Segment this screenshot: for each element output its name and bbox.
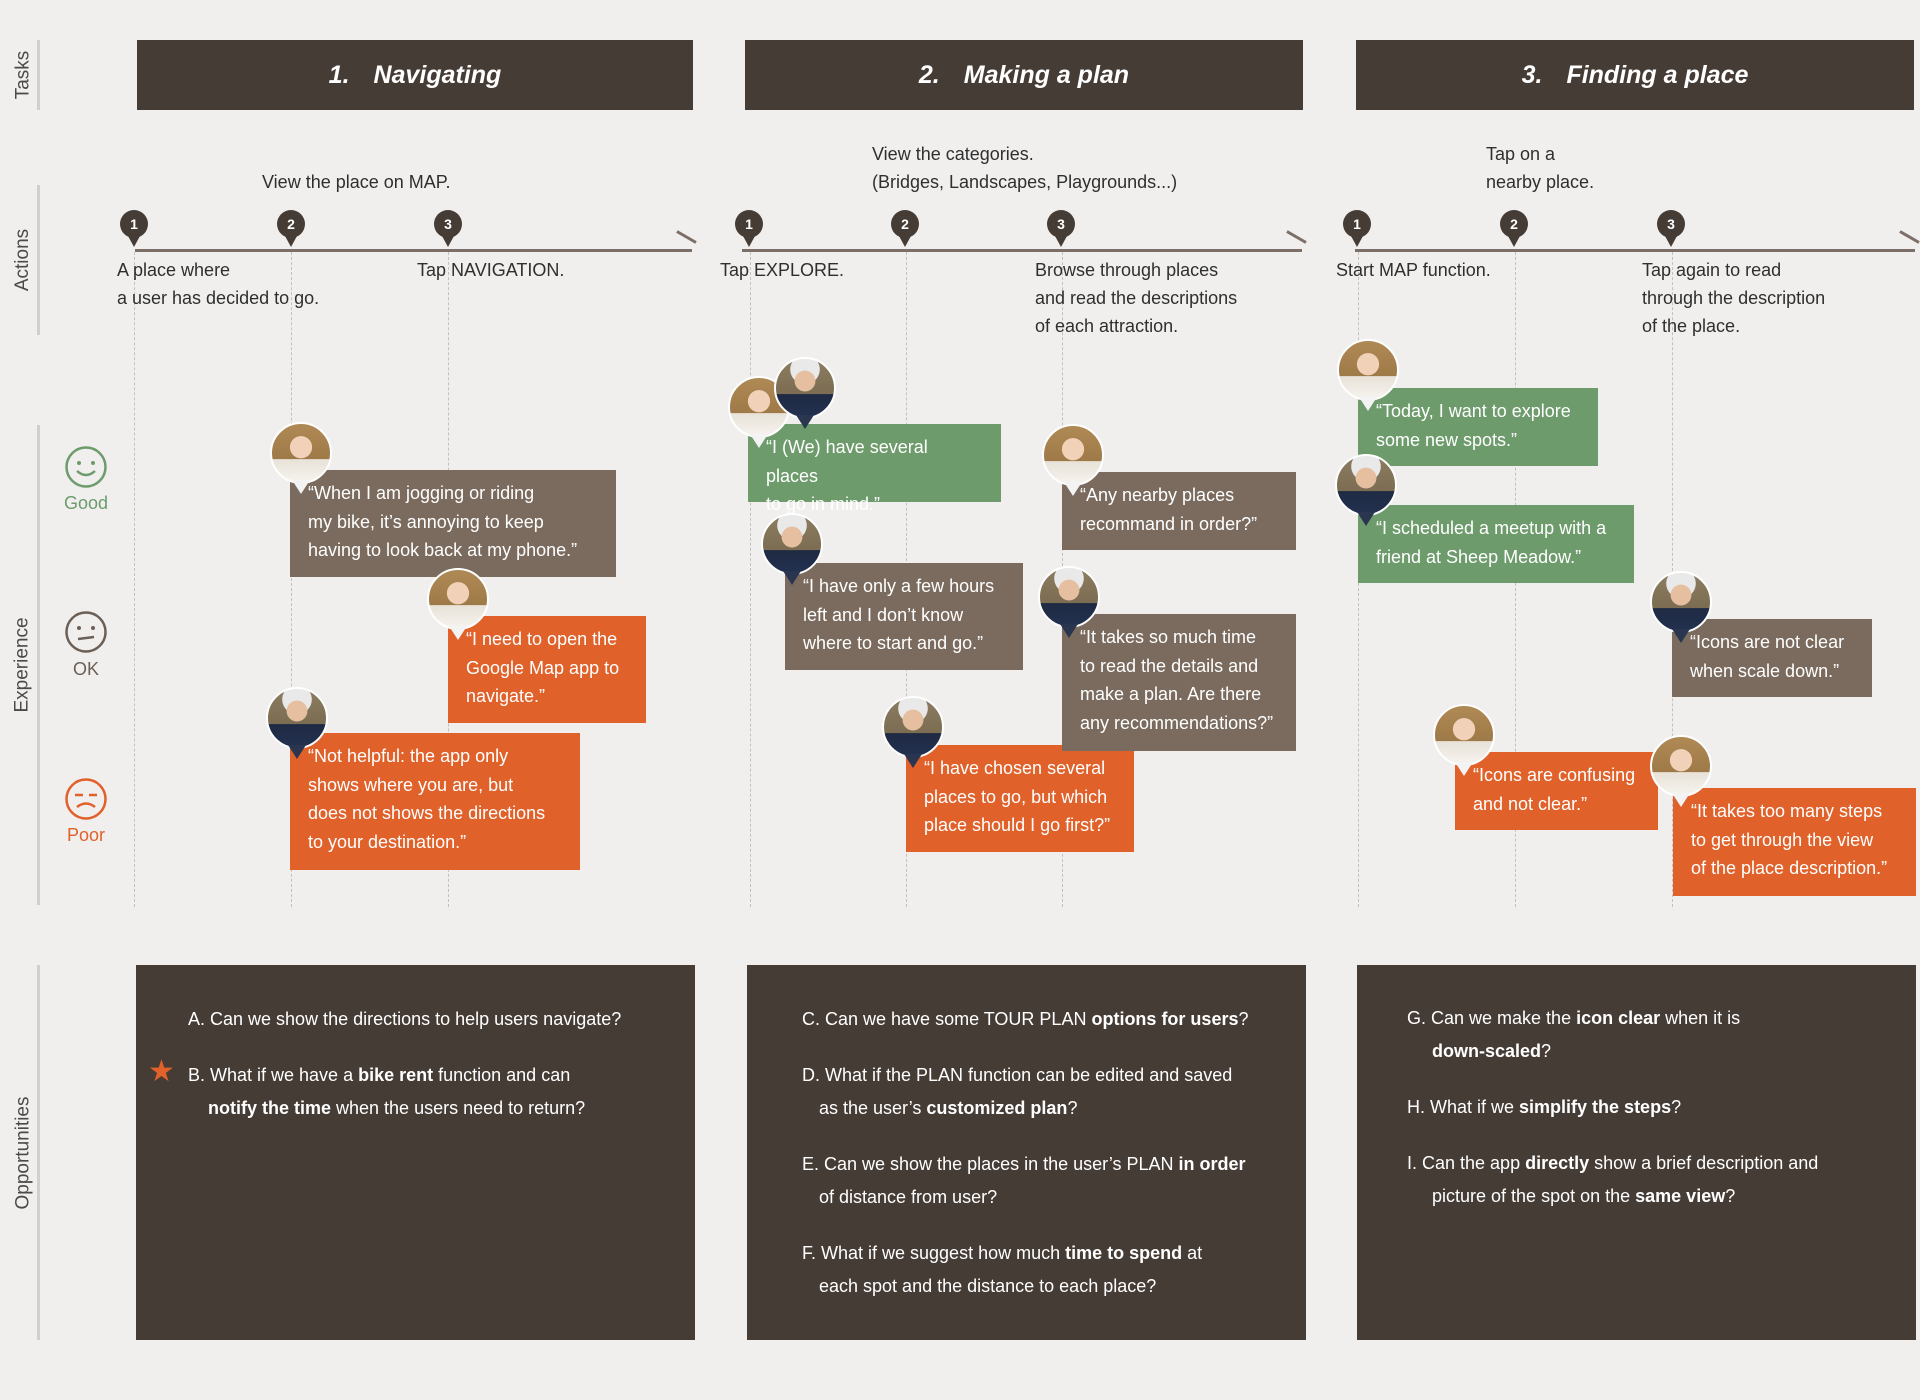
step-marker-3: 3 (434, 210, 462, 247)
step-marker-1: 1 (120, 210, 148, 247)
task-title: Finding a place (1566, 60, 1749, 89)
opportunity-i: I. Can the app directly show a brief des… (1407, 1153, 1819, 1173)
action-step-1-text: Tap EXPLORE. (720, 260, 845, 280)
quote-card: “I need to open the Google Map app to na… (448, 616, 646, 723)
avatar-older-man (761, 513, 823, 585)
quote-card: “I have chosen several places to go, but… (906, 745, 1134, 852)
step-marker-3: 3 (1657, 210, 1685, 247)
opportunity-f: F. What if we suggest how much time to s… (802, 1243, 1203, 1263)
row-divider (37, 185, 40, 335)
step-guide-line (750, 252, 751, 907)
avatar-young-woman (1042, 424, 1104, 496)
opportunity-e: E. Can we show the places in the user’s … (802, 1154, 1246, 1174)
task-header-finding-a-place: 3. Finding a place (1356, 40, 1914, 110)
star-icon: ★ (148, 1055, 175, 1088)
action-step-3-text: Tap again to read through the descriptio… (1642, 260, 1826, 336)
task-title: Navigating (373, 60, 502, 89)
opportunities-panel-navigating: A. Can we show the directions to help us… (136, 965, 695, 1340)
quote-card: “Not helpful: the app only shows where y… (290, 733, 580, 870)
action-step-2-text: View the place on MAP. (262, 172, 451, 192)
row-label-actions: Actions (12, 228, 33, 292)
quote-card: “It takes too many steps to get through … (1673, 788, 1916, 896)
sad-face-icon (65, 778, 107, 820)
avatar-young-woman (1433, 704, 1495, 776)
task-header-making-a-plan: 2. Making a plan (745, 40, 1303, 110)
action-timeline-1 (135, 249, 692, 252)
smile-face-icon (65, 446, 107, 488)
quote-card: “I scheduled a meetup with a friend at S… (1358, 505, 1634, 583)
action-step-2-text: Tap on a nearby place. (1486, 144, 1595, 192)
experience-level-good: Good (63, 493, 109, 513)
quote-card: “It takes so much time to read the detai… (1062, 614, 1296, 751)
opportunity-f-cont: each spot and the distance to each place… (819, 1276, 1157, 1296)
opportunity-h: H. What if we simplify the steps? (1407, 1097, 1682, 1117)
step-marker-2: 2 (891, 210, 919, 247)
row-divider (37, 425, 40, 905)
avatar-older-man (882, 696, 944, 768)
quote-card: “Today, I want to explore some new spots… (1358, 388, 1598, 466)
avatar-young-woman (427, 568, 489, 640)
step-guide-line (134, 252, 135, 907)
opportunities-panel-finding-a-place: G. Can we make the icon clear when it is… (1357, 965, 1916, 1340)
opportunity-e-cont: of distance from user? (819, 1187, 998, 1207)
row-divider (37, 965, 40, 1340)
quote-card: “Any nearby places recommand in order?” (1062, 472, 1296, 550)
task-header-navigating: 1. Navigating (137, 40, 693, 110)
opportunity-d: D. What if the PLAN function can be edit… (802, 1065, 1233, 1085)
avatar-young-woman (1650, 735, 1712, 807)
avatar-young-woman (1337, 339, 1399, 411)
opportunity-g-cont: down-scaled? (1432, 1041, 1552, 1061)
action-step-3-text: Tap NAVIGATION. (417, 260, 565, 280)
opportunity-d-cont: as the user’s customized plan? (819, 1098, 1078, 1118)
step-marker-1: 1 (735, 210, 763, 247)
experience-level-ok: OK (72, 659, 99, 679)
action-timeline-3 (1355, 249, 1915, 252)
action-step-1-text: A place where a user has decided to go. (117, 260, 320, 308)
experience-level-poor: Poor (66, 825, 106, 845)
row-label-experience: Experience (12, 617, 33, 713)
step-marker-1: 1 (1343, 210, 1371, 247)
action-step-3-text: Browse through places and read the descr… (1035, 260, 1238, 336)
quote-card: “I (We) have several places to go in min… (748, 424, 1001, 514)
action-step-1-text: Start MAP function. (1336, 260, 1491, 280)
action-timeline-2 (742, 249, 1302, 252)
step-marker-3: 3 (1047, 210, 1075, 247)
opportunity-g: G. Can we make the icon clear when it is (1407, 1008, 1741, 1028)
opportunity-c: C. Can we have some TOUR PLAN options fo… (802, 1009, 1249, 1029)
quote-card: “Icons are confusing and not clear.” (1455, 752, 1658, 830)
step-marker-2: 2 (277, 210, 305, 247)
row-label-opportunities: Opportunities (12, 1095, 34, 1210)
row-divider (37, 40, 40, 110)
avatar-young-woman (270, 422, 332, 494)
avatar-older-man (266, 687, 328, 759)
avatar-older-man (1038, 566, 1100, 638)
opportunity-i-cont: picture of the spot on the same view? (1432, 1186, 1736, 1206)
step-marker-2: 2 (1500, 210, 1528, 247)
neutral-face-icon (65, 611, 107, 653)
row-label-tasks: Tasks (12, 50, 34, 100)
step-guide-line (291, 252, 292, 907)
task-number: 2. (918, 60, 940, 89)
action-step-2-text: View the categories. (Bridges, Landscape… (872, 144, 1178, 192)
opportunity-b-cont: notify the time when the users need to r… (208, 1098, 586, 1118)
opportunity-b: B. What if we have a bike rent function … (188, 1065, 571, 1085)
quote-card: “When I am jogging or riding my bike, it… (290, 470, 616, 577)
quote-card: “Icons are not clear when scale down.” (1672, 619, 1872, 697)
avatar-older-man (1335, 454, 1397, 526)
avatar-older-man (1650, 571, 1712, 643)
opportunities-panel-making-a-plan: C. Can we have some TOUR PLAN options fo… (747, 965, 1306, 1340)
task-number: 3. (1521, 60, 1543, 89)
quote-card: “I have only a few hours left and I don’… (785, 563, 1023, 670)
task-number: 1. (328, 60, 350, 89)
opportunity-a: A. Can we show the directions to help us… (188, 1009, 622, 1029)
task-title: Making a plan (963, 60, 1130, 89)
avatar-older-man (774, 357, 836, 429)
